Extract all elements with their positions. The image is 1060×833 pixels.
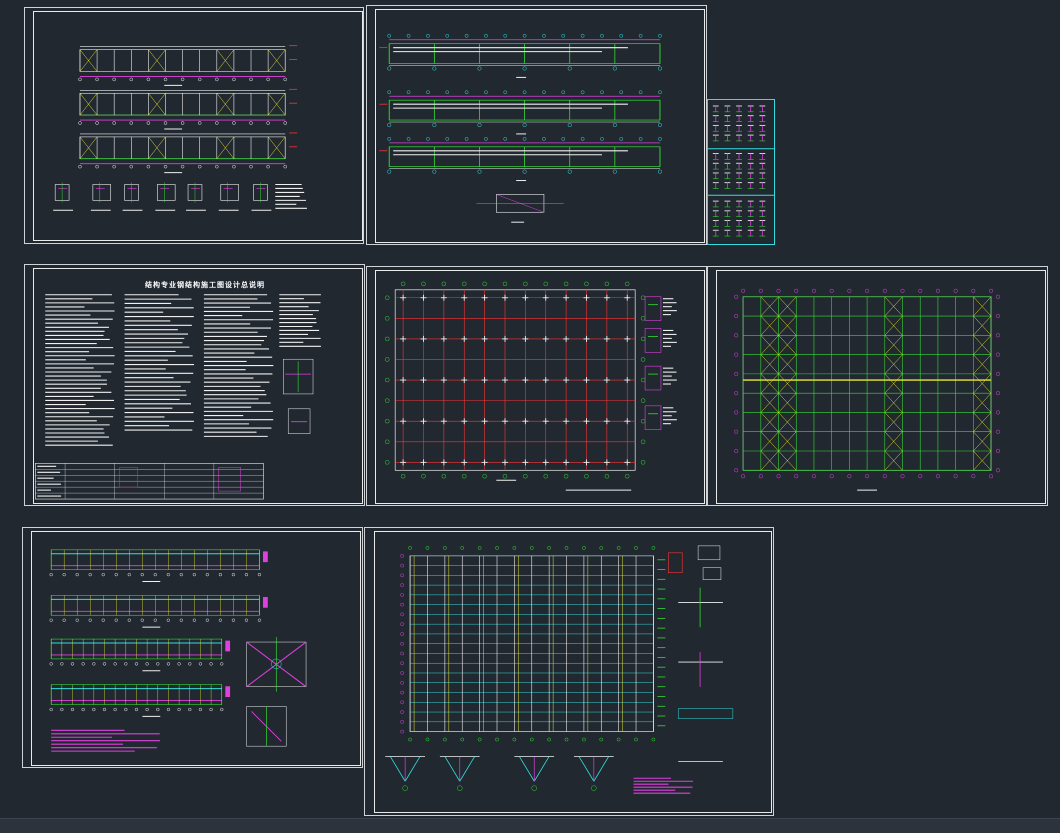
detail-drawing (708, 105, 774, 237)
elevation-drawing (53, 45, 307, 211)
drawing-sheet-wall-elevations[interactable] (22, 527, 363, 768)
sheet-inner-frame (33, 11, 363, 241)
purlin-plan-drawing (385, 545, 734, 794)
sheet-inner-frame (374, 531, 772, 813)
sheet-inner-frame (33, 268, 363, 504)
drawing-sheet-frame-elevations[interactable] (366, 5, 707, 245)
sheet-inner-frame (375, 9, 705, 243)
drawing-sheet-elevations[interactable] (24, 7, 364, 244)
roof-plan-drawing (734, 288, 1001, 491)
drawing-sheet-design-notes[interactable]: 结构专业钢结构施工图设计总说明 (24, 264, 365, 506)
notes-title: 结构专业钢结构施工图设计总说明 (145, 281, 265, 289)
status-bar (0, 818, 1060, 833)
drawing-sheet-roof-plan[interactable] (707, 266, 1048, 506)
notes-drawing (35, 294, 321, 500)
drawing-sheet-purlin-plan[interactable] (364, 527, 774, 816)
frame-elevation-drawing (379, 33, 662, 223)
sheet-inner-frame (375, 270, 705, 504)
wall-elevation-drawing (49, 549, 307, 752)
drawing-sheet-details-small[interactable] (707, 99, 775, 245)
column-plan-drawing (385, 281, 677, 491)
sheet-inner-frame (716, 270, 1046, 504)
sheet-inner-frame (31, 531, 361, 766)
drawing-sheet-column-plan[interactable] (366, 266, 707, 506)
